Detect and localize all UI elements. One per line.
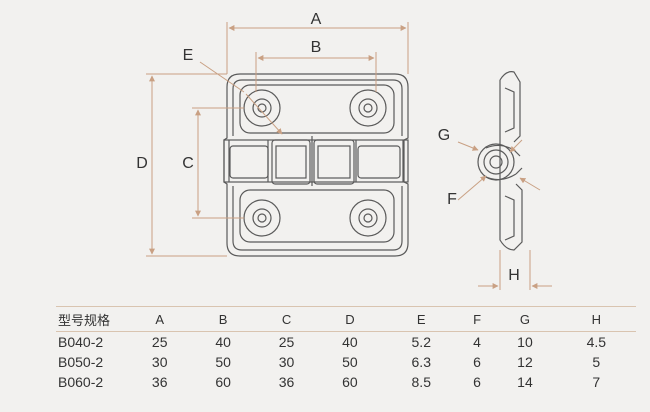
dim-label-f: F xyxy=(447,191,457,208)
header-g: G xyxy=(519,311,531,327)
header-f: F xyxy=(473,311,482,327)
spec-table: 型号规格 A B C D E F G H B040-2 25 40 25 40 … xyxy=(56,306,636,392)
cell-a: 25 xyxy=(151,334,168,350)
header-h: H xyxy=(591,311,602,327)
dim-label-d: D xyxy=(136,155,148,172)
cell-c: 25 xyxy=(278,334,295,350)
cell-model: B050-2 xyxy=(58,354,104,370)
header-model: 型号规格 xyxy=(58,312,111,328)
dimension-lines xyxy=(146,22,552,290)
cell-model: B060-2 xyxy=(58,374,104,390)
cell-g: 14 xyxy=(517,374,533,390)
header-c: C xyxy=(281,311,292,327)
cell-a: 36 xyxy=(151,374,168,390)
cell-h: 4.5 xyxy=(586,334,607,350)
cell-d: 60 xyxy=(342,374,358,390)
dim-label-e: E xyxy=(183,47,194,64)
hinge-side-view xyxy=(477,71,523,251)
hinge-technical-drawing: A B E D C G F H xyxy=(136,11,552,290)
dim-label-a: A xyxy=(311,11,322,28)
cell-e: 5.2 xyxy=(411,334,431,350)
dim-label-b: B xyxy=(311,39,322,56)
table-row: B050-2 30 50 30 50 6.3 6 12 5 xyxy=(56,352,636,372)
hinge-front-view xyxy=(223,73,409,257)
cell-h: 5 xyxy=(592,354,601,370)
header-e: E xyxy=(416,311,426,327)
cell-h: 7 xyxy=(592,374,601,390)
table-row: B040-2 25 40 25 40 5.2 4 10 4.5 xyxy=(56,332,636,353)
cell-c: 36 xyxy=(278,374,295,390)
cell-b: 60 xyxy=(215,374,231,390)
cell-c: 30 xyxy=(278,354,295,370)
cell-f: 6 xyxy=(473,354,481,370)
cell-g: 12 xyxy=(517,354,533,370)
dim-label-c: C xyxy=(182,155,194,172)
cell-e: 8.5 xyxy=(411,374,431,390)
cell-f: 6 xyxy=(473,374,481,390)
header-d: D xyxy=(345,311,355,327)
table-row: B060-2 36 60 36 60 8.5 6 14 7 xyxy=(56,372,636,392)
cell-model: B040-2 xyxy=(58,334,104,350)
cell-e: 6.3 xyxy=(411,354,431,370)
cell-g: 10 xyxy=(517,334,533,350)
cell-a: 30 xyxy=(151,354,168,370)
cell-d: 40 xyxy=(342,334,358,350)
cell-f: 4 xyxy=(473,334,481,350)
spec-table-header: 型号规格 A B C D E F G H xyxy=(56,306,636,332)
dim-label-h: H xyxy=(508,267,520,284)
header-a: A xyxy=(155,311,165,327)
cell-b: 40 xyxy=(215,334,231,350)
header-b: B xyxy=(218,311,228,327)
cell-d: 50 xyxy=(342,354,358,370)
dim-label-g: G xyxy=(438,127,450,144)
cell-b: 50 xyxy=(215,354,231,370)
